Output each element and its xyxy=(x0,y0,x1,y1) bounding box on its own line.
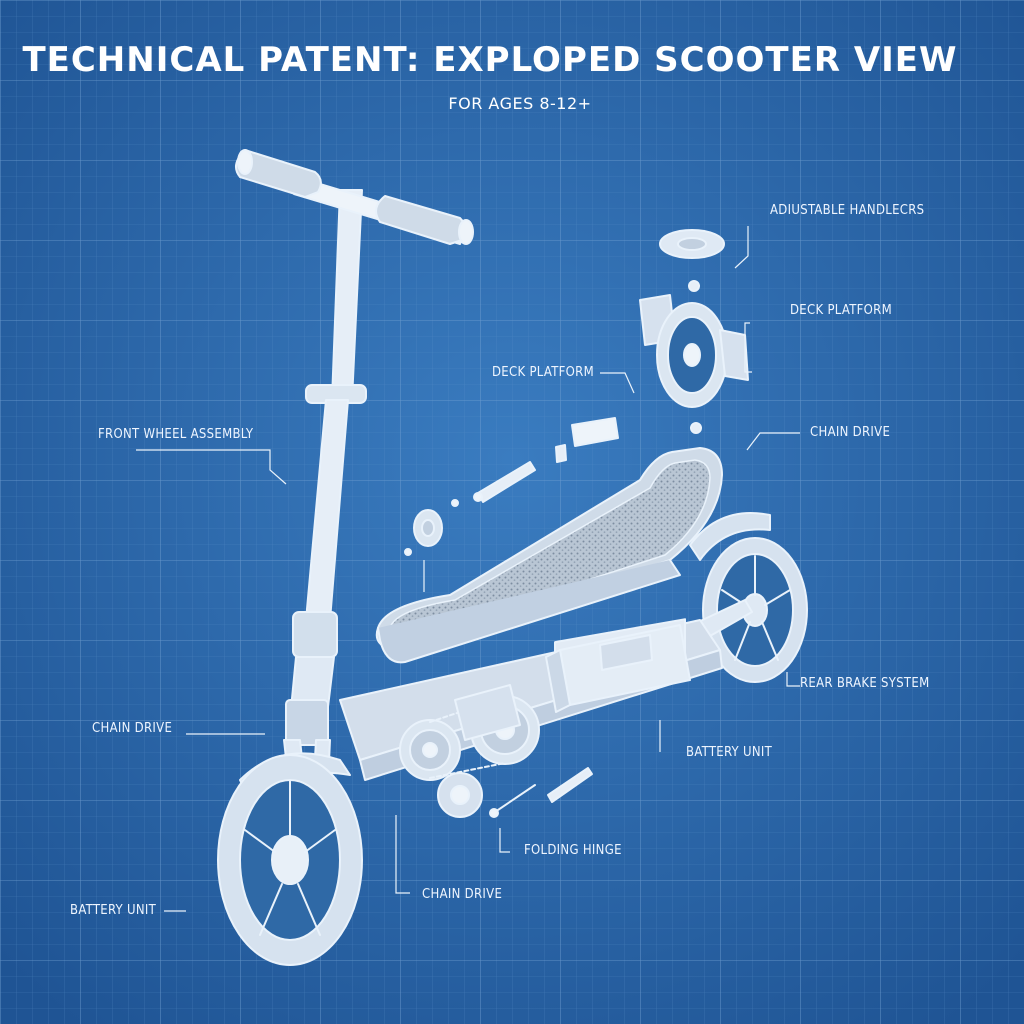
label-chain-drive-top: CHAIN DRIVE xyxy=(810,425,891,440)
exploded-rear-hub xyxy=(639,294,749,434)
label-battery-unit-mid: BATTERY UNIT xyxy=(686,745,773,760)
page-subtitle: FOR AGES 8-12+ xyxy=(448,94,592,113)
exploded-bearing xyxy=(413,509,443,547)
gear-front xyxy=(399,719,461,781)
page-title: TECHNICAL PATENT: EXPLOPED SCOOTER VIEW xyxy=(22,40,958,80)
label-front-wheel-assembly: FRONT WHEEL ASSEMBLY xyxy=(98,427,254,442)
label-chain-drive-left: CHAIN DRIVE xyxy=(92,721,173,736)
motor-housing xyxy=(437,684,521,818)
label-deck-platform-top: DECK PLATFORM xyxy=(790,303,892,318)
label-folding-hinge: FOLDING HINGE xyxy=(524,843,622,858)
deck-platform xyxy=(375,447,723,664)
steering-stem xyxy=(285,189,367,746)
label-rear-brake-system: REAR BRAKE SYSTEM xyxy=(800,676,930,691)
exploded-brake-disc xyxy=(659,229,725,292)
exploded-bolts xyxy=(404,499,459,556)
exploded-shock xyxy=(473,461,536,503)
handlebar xyxy=(235,149,474,245)
front-wheel xyxy=(217,754,363,966)
exploded-spring xyxy=(489,767,593,818)
exploded-connector xyxy=(555,444,567,463)
label-battery-unit-left: BATTERY UNIT xyxy=(70,903,157,918)
label-chain-drive-bottom: CHAIN DRIVE xyxy=(422,887,503,902)
label-adjustable-handlebars: ADIUSTABLE HANDLECRS xyxy=(770,203,925,218)
leader-lines xyxy=(136,226,800,912)
label-deck-platform-mid: DECK PLATFORM xyxy=(492,365,594,380)
exploded-battery-pack xyxy=(571,417,619,447)
rear-wheel xyxy=(689,512,808,683)
battery-box xyxy=(545,624,691,713)
